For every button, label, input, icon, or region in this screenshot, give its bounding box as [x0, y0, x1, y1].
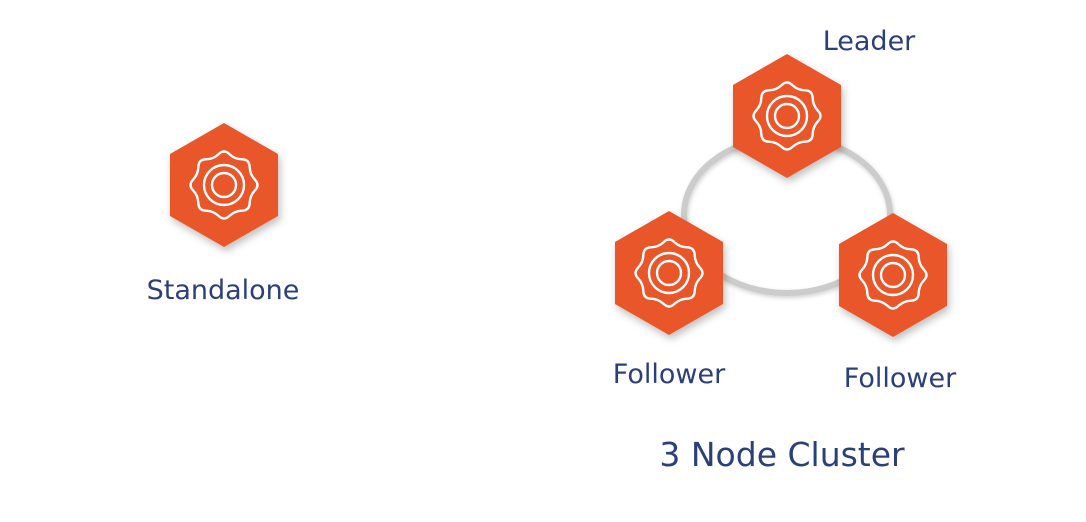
gear-icon	[634, 238, 704, 308]
gear-icon	[858, 240, 928, 310]
standalone-node	[170, 123, 278, 247]
follower-left-node	[615, 211, 723, 335]
follower-right-label: Follower	[843, 363, 957, 394]
leader-node	[733, 54, 841, 178]
follower-left-label: Follower	[612, 359, 726, 390]
gear-icon	[189, 150, 259, 220]
standalone-label: Standalone	[146, 275, 300, 306]
leader-label: Leader	[822, 26, 916, 57]
follower-right-node	[839, 213, 947, 337]
gear-icon	[752, 81, 822, 151]
cluster-caption: 3 Node Cluster	[659, 435, 905, 474]
